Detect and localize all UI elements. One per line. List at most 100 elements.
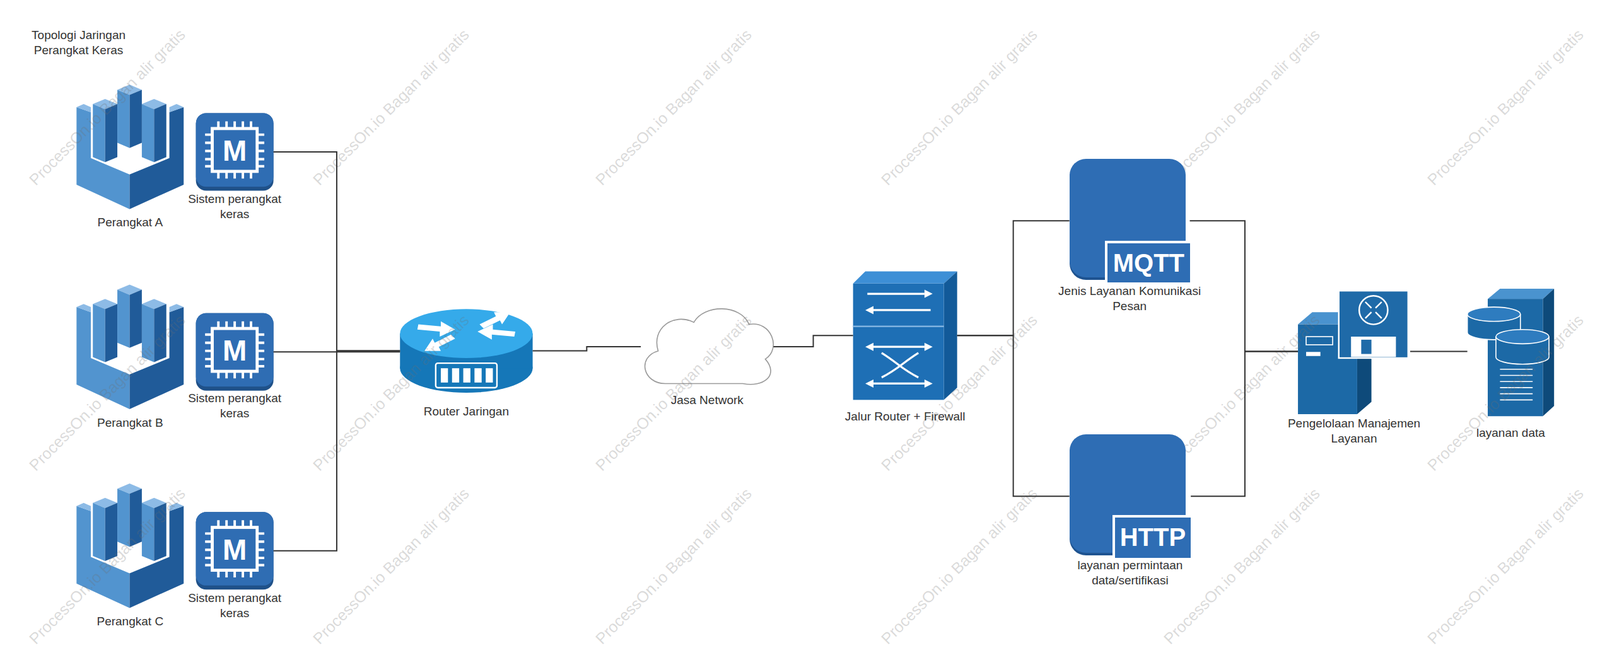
node-label: Perangkat B bbox=[73, 415, 187, 431]
watermark-text: ProcessOn.io Bagan alir gratis bbox=[1423, 25, 1587, 189]
connector-line bbox=[1410, 350, 1468, 352]
icon-part bbox=[853, 283, 945, 400]
icon-part bbox=[944, 271, 958, 400]
watermark-text: ProcessOn.io Bagan alir gratis bbox=[309, 484, 473, 648]
watermark-text: ProcessOn.io Bagan alir gratis bbox=[877, 25, 1041, 189]
icon-part bbox=[1467, 307, 1521, 322]
connector-line bbox=[273, 351, 401, 552]
icon-part bbox=[853, 326, 945, 328]
router-icon bbox=[399, 309, 533, 393]
protocol-badge: MQTT bbox=[1104, 240, 1190, 283]
database-icon bbox=[1467, 288, 1555, 417]
node-label: Sistem perangkat keras bbox=[178, 191, 291, 222]
icon-part bbox=[924, 379, 933, 388]
cloud-icon bbox=[645, 309, 774, 385]
cloud-node: Jasa Network bbox=[640, 308, 774, 386]
icon-part bbox=[865, 343, 874, 352]
database-node: layanan data bbox=[1467, 288, 1555, 417]
connector-line bbox=[773, 335, 853, 347]
icon-part bbox=[435, 363, 497, 388]
device-icon bbox=[76, 84, 184, 209]
chip-icon bbox=[196, 113, 274, 192]
device-node: Perangkat B bbox=[76, 284, 184, 409]
node-label: layanan permintaan data/sertifikasi bbox=[1063, 558, 1197, 589]
node-label: Router Jaringan bbox=[399, 404, 533, 420]
icon-part bbox=[924, 343, 933, 352]
icon-part bbox=[865, 305, 874, 315]
connector-line bbox=[273, 151, 401, 352]
watermark-text: ProcessOn.io Bagan alir gratis bbox=[1423, 310, 1587, 475]
connector-line bbox=[957, 220, 1070, 336]
chip-icon bbox=[196, 512, 274, 590]
connector-line bbox=[1190, 220, 1299, 352]
server-icon bbox=[1297, 290, 1409, 415]
icon-part bbox=[479, 312, 511, 329]
diagram-title: Topologi Jaringan Perangkat Keras bbox=[11, 27, 145, 59]
chip-icon bbox=[196, 313, 274, 392]
icon-part bbox=[1365, 302, 1382, 319]
watermark-text: ProcessOn.io Bagan alir gratis bbox=[1159, 25, 1324, 189]
connector-line bbox=[532, 346, 642, 351]
icon-part bbox=[873, 346, 925, 384]
icon-part bbox=[924, 290, 933, 299]
watermark-text: ProcessOn.io Bagan alir gratis bbox=[309, 310, 473, 475]
icon-part bbox=[424, 334, 456, 352]
router-node: Router Jaringan bbox=[399, 308, 533, 395]
icon-part bbox=[867, 293, 931, 311]
device-icon bbox=[76, 284, 184, 409]
icon-part bbox=[1306, 351, 1321, 356]
chip-node: MSistem perangkat keras bbox=[196, 313, 274, 392]
chip-letter: M bbox=[196, 512, 274, 588]
chip-node: MSistem perangkat keras bbox=[196, 512, 274, 590]
device-node: Perangkat C bbox=[76, 483, 184, 608]
node-label: Jasa Network bbox=[645, 392, 769, 409]
icon-part bbox=[474, 368, 482, 383]
icon-part bbox=[1499, 369, 1533, 401]
node-label: Sistem perangkat keras bbox=[178, 391, 291, 422]
device-icon bbox=[76, 483, 184, 608]
server-node: Pengelolaan Manajemen Layanan bbox=[1297, 288, 1411, 415]
icon-part bbox=[1487, 288, 1554, 299]
watermark-text: ProcessOn.io Bagan alir gratis bbox=[591, 484, 755, 648]
icon-part bbox=[463, 368, 471, 383]
icon-part bbox=[853, 271, 958, 284]
icon-part bbox=[417, 321, 456, 337]
node-label: Pengelolaan Manajemen Layanan bbox=[1277, 416, 1431, 447]
icon-part bbox=[1360, 339, 1372, 355]
protocol-node: HTTPlayanan permintaan data/sertifikasi bbox=[1069, 434, 1192, 559]
icon-part bbox=[452, 368, 460, 383]
watermark-text: ProcessOn.io Bagan alir gratis bbox=[309, 25, 473, 189]
chip-node: MSistem perangkat keras bbox=[196, 113, 274, 192]
node-label: Jenis Layanan Komunikasi Pesan bbox=[1048, 283, 1212, 315]
icon-part bbox=[1350, 336, 1396, 357]
node-label: Perangkat C bbox=[73, 614, 187, 630]
protocol-node: MQTTJenis Layanan Komunikasi Pesan bbox=[1069, 158, 1191, 283]
node-label: layanan data bbox=[1459, 425, 1563, 441]
connector-line bbox=[1190, 351, 1298, 497]
protocol-badge: HTTP bbox=[1112, 515, 1192, 559]
chip-letter: M bbox=[196, 313, 274, 389]
watermark-text: ProcessOn.io Bagan alir gratis bbox=[877, 484, 1041, 648]
icon-part bbox=[1306, 336, 1333, 345]
icon-part bbox=[485, 368, 493, 383]
watermark-text: ProcessOn.io Bagan alir gratis bbox=[25, 310, 189, 475]
icon-part bbox=[1359, 295, 1388, 325]
connector-line bbox=[957, 335, 1070, 497]
icon-part bbox=[645, 309, 774, 385]
device-node: Perangkat A bbox=[76, 84, 184, 209]
node-label: Perangkat A bbox=[73, 215, 187, 231]
icon-part bbox=[417, 312, 516, 351]
node-label: Jalur Router + Firewall bbox=[828, 409, 982, 425]
icon-part bbox=[440, 368, 448, 383]
watermark-text: ProcessOn.io Bagan alir gratis bbox=[1423, 484, 1587, 648]
switch-icon bbox=[853, 271, 958, 400]
icon-part bbox=[865, 379, 874, 388]
watermark-text: ProcessOn.io Bagan alir gratis bbox=[591, 25, 755, 189]
switch-node: Jalur Router + Firewall bbox=[853, 271, 958, 400]
node-label: Sistem perangkat keras bbox=[178, 590, 291, 622]
watermark-text: ProcessOn.io Bagan alir gratis bbox=[591, 310, 755, 475]
chip-letter: M bbox=[196, 113, 274, 189]
icon-part bbox=[1495, 329, 1549, 345]
